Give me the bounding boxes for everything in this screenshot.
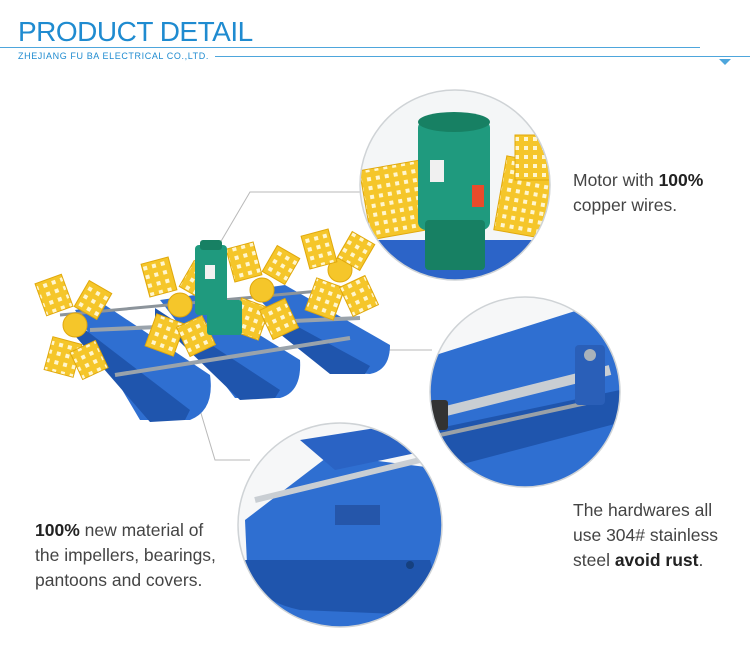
chevron-down-icon (719, 59, 731, 65)
motor-detail-image (359, 89, 551, 281)
aerator-main-image (34, 228, 390, 422)
company-name: ZHEJIANG FU BA ELECTRICAL CO.,LTD. (18, 51, 215, 61)
header-divider (0, 47, 700, 48)
page-title: PRODUCT DETAIL (18, 16, 253, 47)
float-detail-image (237, 422, 443, 628)
header-divider-secondary (210, 56, 750, 57)
hardware-detail-image (429, 296, 621, 488)
hardware-caption: The hardwares all use 304# stainless ste… (573, 500, 718, 570)
material-caption: 100% new material of the impellers, bear… (35, 520, 216, 590)
motor-caption: Motor with 100% copper wires. (573, 170, 704, 215)
